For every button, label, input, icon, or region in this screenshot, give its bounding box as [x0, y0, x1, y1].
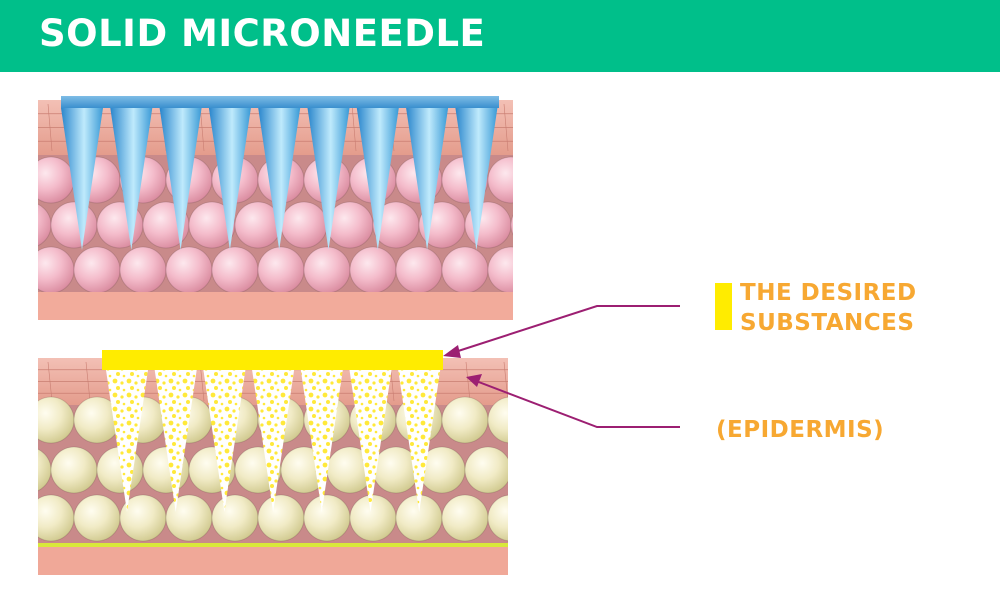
cell — [280, 201, 328, 249]
substances-label: THE DESIRED SUBSTANCES — [740, 278, 917, 338]
solid-needle — [110, 108, 153, 250]
solid-needle — [356, 108, 399, 250]
cell — [487, 396, 508, 444]
epidermis-arrow — [466, 374, 680, 428]
cell — [441, 246, 489, 294]
cell — [441, 396, 489, 444]
cell — [211, 246, 259, 294]
cell — [349, 494, 397, 542]
dermis-layer — [38, 292, 513, 320]
cell — [38, 448, 52, 492]
cell — [303, 494, 351, 542]
cell — [73, 246, 121, 294]
coated-needle — [398, 370, 441, 512]
cell — [510, 214, 513, 236]
cell — [487, 246, 513, 294]
header-bar: SOLID MICRONEEDLE — [0, 0, 1000, 72]
cell — [50, 201, 98, 249]
coated-needle — [106, 370, 148, 512]
solid-needle — [307, 108, 350, 250]
cell — [257, 246, 305, 294]
cell — [303, 246, 351, 294]
coated-needle — [252, 370, 295, 512]
page-title: SOLID MICRONEEDLE — [39, 12, 486, 55]
coated-microneedle-panel — [38, 350, 557, 575]
cell — [441, 494, 489, 542]
solid-needle — [61, 108, 103, 250]
cell — [487, 494, 508, 542]
epidermis-label: (EPIDERMIS) — [716, 417, 885, 443]
needle-base-plate — [61, 96, 499, 108]
cell — [38, 494, 75, 542]
cell — [38, 203, 52, 247]
coated-needle — [300, 370, 343, 512]
solid-needle — [455, 108, 498, 250]
cell — [165, 494, 213, 542]
cell — [38, 156, 75, 204]
cell — [395, 246, 443, 294]
dermis-layer — [38, 547, 508, 575]
cell — [38, 396, 75, 444]
substances-swatch — [715, 283, 732, 330]
solid-needle — [159, 108, 202, 250]
cell — [511, 447, 557, 493]
cell — [50, 446, 98, 494]
coated-needle — [154, 370, 197, 512]
solid-needle — [258, 108, 301, 250]
coated-needle — [349, 370, 392, 512]
solid-microneedle-panel — [38, 96, 513, 320]
cell — [349, 246, 397, 294]
coated-needle — [203, 370, 246, 512]
solid-needle — [208, 108, 251, 250]
substances-arrow — [443, 305, 680, 358]
substance-patch-plate — [102, 350, 443, 370]
substances-label-line2: SUBSTANCES — [740, 310, 915, 336]
cell — [257, 494, 305, 542]
cell — [38, 246, 75, 294]
cell — [119, 246, 167, 294]
cell — [211, 494, 259, 542]
cell — [487, 156, 513, 204]
cell — [73, 494, 121, 542]
substances-label-line1: THE DESIRED — [740, 280, 917, 306]
cell — [165, 246, 213, 294]
cell — [464, 446, 508, 494]
substance-layer — [38, 543, 508, 547]
solid-needle — [406, 108, 449, 250]
